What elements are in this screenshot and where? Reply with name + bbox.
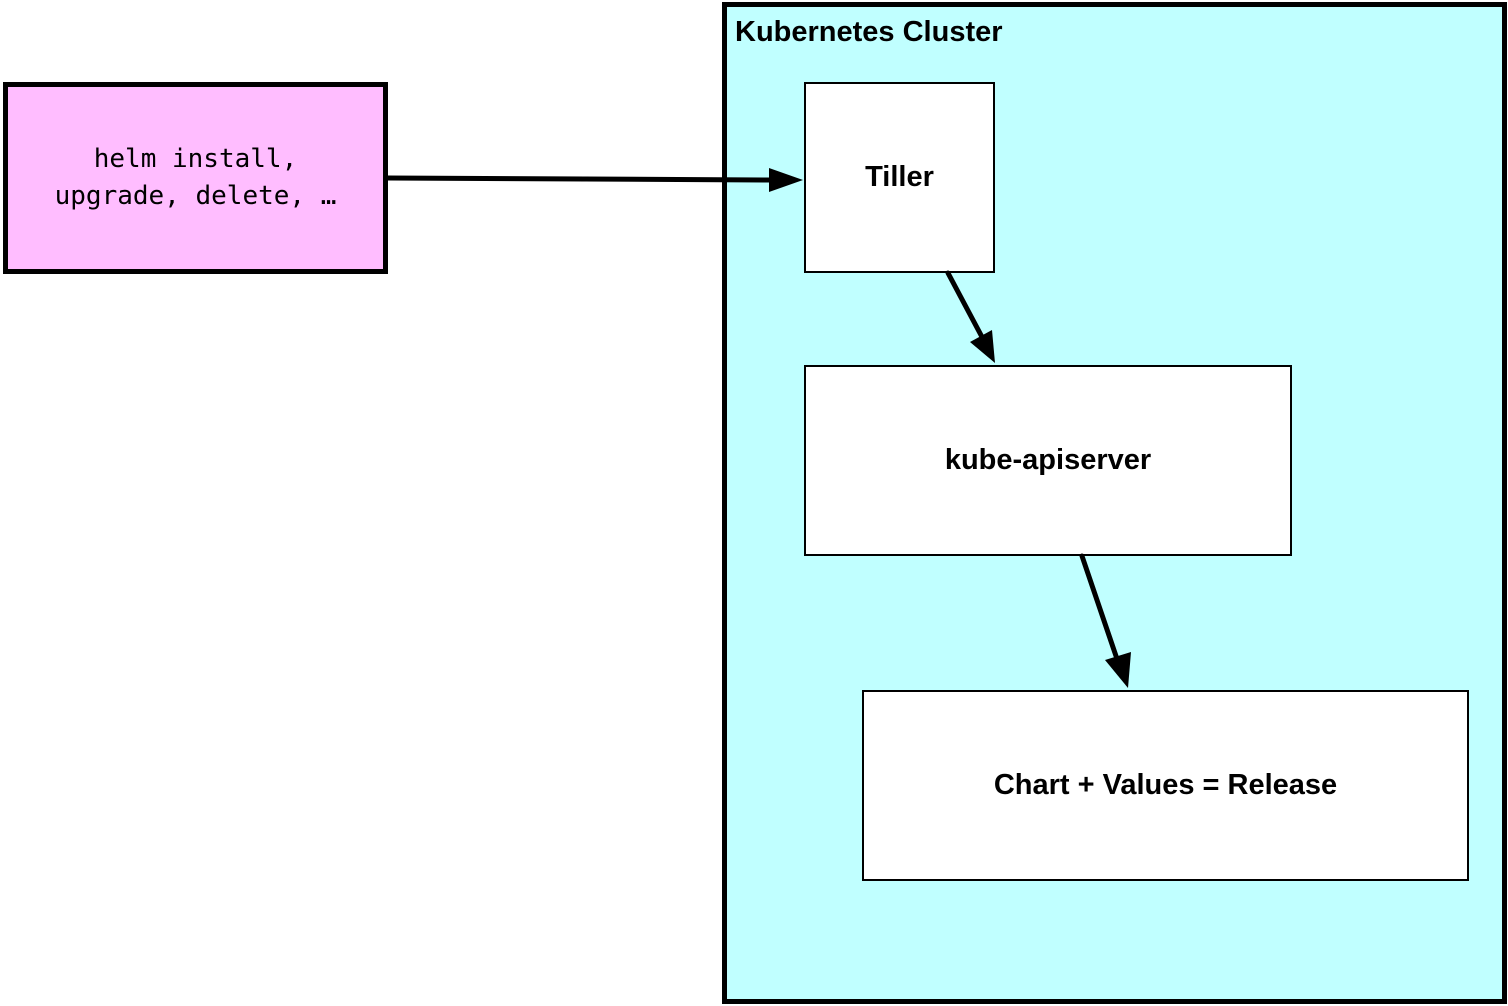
client-to-tiller-arrow — [385, 175, 775, 183]
kube-apiserver-node: kube-apiserver — [804, 365, 1292, 556]
cluster-title: Kubernetes Cluster — [735, 16, 1003, 48]
tiller-node: Tiller — [804, 82, 995, 273]
helm-commands-box: helm install, upgrade, delete, … — [3, 82, 388, 274]
release-node: Chart + Values = Release — [862, 690, 1469, 881]
